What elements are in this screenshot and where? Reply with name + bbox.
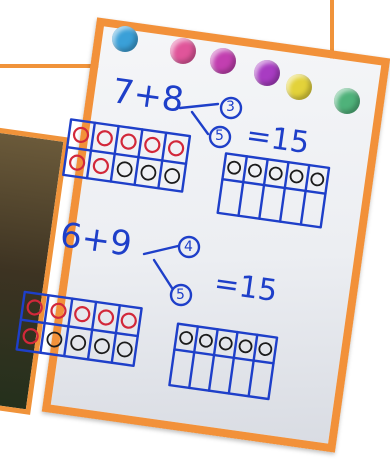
split-1b: 5 [215, 128, 224, 144]
ten-frame [63, 119, 190, 191]
split-line [180, 104, 218, 108]
ten-frame [17, 292, 142, 366]
split-line [154, 260, 172, 288]
split-1a: 3 [226, 99, 235, 115]
split-line [144, 246, 178, 254]
split-2a: 4 [184, 239, 193, 255]
ten-frame [169, 324, 277, 399]
split-line [192, 112, 208, 134]
split-2b: 5 [176, 287, 185, 303]
ten-frame [218, 153, 329, 227]
